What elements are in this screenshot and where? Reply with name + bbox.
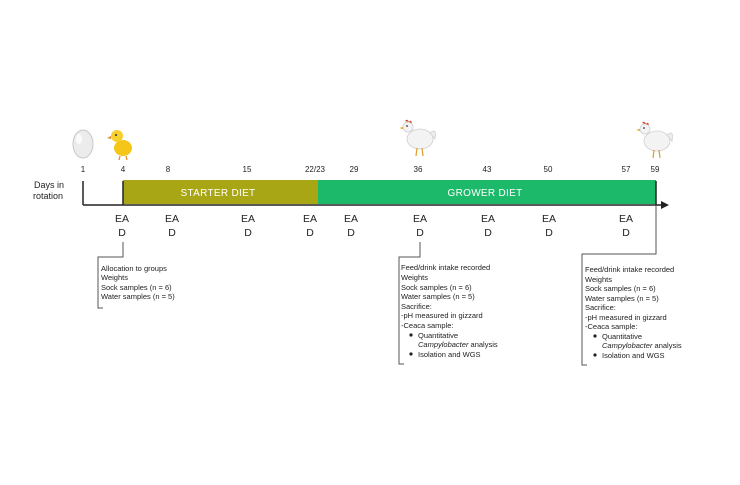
egg-icon [72, 129, 94, 159]
note-bullet-line: Isolation and WGS [602, 351, 665, 360]
marker-ea: EA [413, 213, 427, 225]
axis-label-line2: rotation [33, 191, 63, 201]
marker-ea: EA [165, 213, 179, 225]
chick-icon [107, 130, 132, 161]
note-line: Water samples (n = 5) [101, 292, 175, 301]
marker-d: D [118, 227, 126, 239]
grower-diet-bar [318, 180, 656, 204]
marker-d: D [168, 227, 176, 239]
note-day59: Feed/drink intake recorded Weights Sock … [585, 265, 682, 360]
day-label: 1 [81, 165, 86, 174]
note-line: Weights [401, 273, 428, 282]
note-line: -Ceaca sample: [401, 321, 454, 330]
note-line: Feed/drink intake recorded [585, 265, 674, 274]
note-day4: Allocation to groups Weights Sock sample… [101, 264, 175, 301]
day-label: 43 [483, 165, 492, 174]
note-line: Sock samples (n = 6) [585, 284, 656, 293]
note-line: Sacrifice: [585, 303, 616, 312]
note-line: Allocation to groups [101, 264, 167, 273]
note-line: Weights [101, 273, 128, 282]
note-line: Water samples (n = 5) [401, 292, 475, 301]
note-line: -Ceaca sample: [585, 322, 638, 331]
marker-d: D [484, 227, 492, 239]
day-labels: 1 4 8 15 22/23 29 36 43 50 57 59 [81, 165, 660, 174]
marker-ea: EA [303, 213, 317, 225]
day-label: 22/23 [305, 165, 326, 174]
note-line: -pH measured in gizzard [401, 311, 483, 320]
bullet-dot [593, 334, 597, 338]
marker-ea: EA [115, 213, 129, 225]
day-label: 8 [166, 165, 171, 174]
bullet-dot [593, 353, 597, 357]
marker-d: D [545, 227, 553, 239]
note-line: Sock samples (n = 6) [101, 283, 172, 292]
note-line: -pH measured in gizzard [585, 313, 667, 322]
marker-ea: EA [619, 213, 633, 225]
day-label: 57 [622, 165, 631, 174]
note-day36: Feed/drink intake recorded Weights Sock … [401, 263, 498, 359]
note-line: Sacrifice: [401, 302, 432, 311]
day-label: 50 [544, 165, 553, 174]
ea-d-markers: EA D EA D EA D EA D EA D EA D EA D EA D … [115, 213, 633, 239]
analysis-text: analysis [468, 340, 497, 349]
marker-ea: EA [481, 213, 495, 225]
hen-icon [399, 119, 436, 157]
note-line: Sock samples (n = 6) [401, 283, 472, 292]
note-line: Feed/drink intake recorded [401, 263, 490, 272]
day-label: 36 [414, 165, 423, 174]
starter-diet-bar [123, 180, 318, 204]
note-bullet-line: Quantitative [602, 332, 642, 341]
day-label: 4 [121, 165, 126, 174]
marker-d: D [416, 227, 424, 239]
marker-ea: EA [241, 213, 255, 225]
marker-d: D [622, 227, 630, 239]
timeline-arrowhead [661, 201, 669, 209]
grower-diet-label: GROWER DIET [448, 188, 523, 199]
marker-d: D [244, 227, 252, 239]
marker-d: D [306, 227, 314, 239]
note-bullet-line: Campylobacter analysis [602, 341, 682, 350]
marker-ea: EA [344, 213, 358, 225]
day-label: 59 [651, 165, 660, 174]
campylobacter-italic: Campylobacter [418, 340, 469, 349]
note-bullet-line: Quantitative [418, 331, 458, 340]
marker-ea: EA [542, 213, 556, 225]
analysis-text: analysis [652, 341, 681, 350]
note-line: Water samples (n = 5) [585, 294, 659, 303]
note-line: Weights [585, 275, 612, 284]
axis-label-line1: Days in [34, 180, 64, 190]
day-label: 15 [243, 165, 252, 174]
callout-connectors [97, 205, 657, 366]
marker-d: D [347, 227, 355, 239]
note-bullet-line: Isolation and WGS [418, 350, 481, 359]
hen-icon [636, 121, 673, 159]
campylobacter-italic: Campylobacter [602, 341, 653, 350]
note-bullet-line: Campylobacter analysis [418, 340, 498, 349]
day-label: 29 [350, 165, 359, 174]
bullet-dot [409, 333, 413, 337]
starter-diet-label: STARTER DIET [181, 188, 256, 199]
bullet-dot [409, 352, 413, 356]
